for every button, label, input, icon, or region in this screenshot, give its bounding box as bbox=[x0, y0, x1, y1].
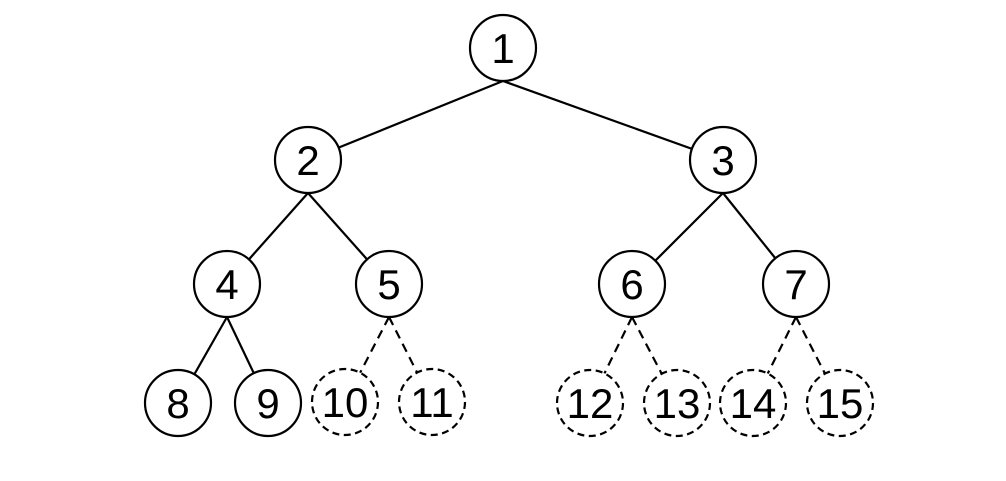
node-10-circle-dashed bbox=[310, 367, 380, 437]
node-12-circle-dashed bbox=[555, 368, 625, 438]
node-4-label: 4 bbox=[215, 261, 238, 308]
node-7-circle bbox=[761, 249, 831, 319]
node-4-circle bbox=[192, 249, 262, 319]
node-1-label: 1 bbox=[491, 25, 514, 72]
node-9-label: 9 bbox=[256, 380, 279, 427]
tree-node-14: 14 bbox=[718, 368, 788, 438]
node-2-label: 2 bbox=[296, 137, 319, 184]
tree-node-10: 10 bbox=[310, 367, 380, 437]
tree-node-6: 6 bbox=[597, 249, 667, 319]
edge-1-3 bbox=[502, 79, 724, 162]
node-11-circle-dashed bbox=[397, 367, 467, 437]
node-12-label: 12 bbox=[567, 380, 614, 427]
node-8-circle bbox=[143, 368, 213, 438]
node-1-circle bbox=[468, 13, 538, 83]
tree-node-13: 13 bbox=[642, 368, 712, 438]
node-5-circle bbox=[354, 249, 424, 319]
tree-node-9: 9 bbox=[233, 368, 303, 438]
node-14-circle-dashed bbox=[718, 368, 788, 438]
tree-node-1: 1 bbox=[468, 13, 538, 83]
node-2-circle bbox=[273, 125, 343, 195]
node-15-label: 15 bbox=[817, 380, 864, 427]
node-7-label: 7 bbox=[784, 261, 807, 308]
tree-node-5: 5 bbox=[354, 249, 424, 319]
tree-node-11: 11 bbox=[397, 367, 467, 437]
tree-node-15: 15 bbox=[805, 368, 875, 438]
tree-node-2: 2 bbox=[273, 125, 343, 195]
node-15-circle-dashed bbox=[805, 368, 875, 438]
node-5-label: 5 bbox=[377, 261, 400, 308]
node-13-circle-dashed bbox=[642, 368, 712, 438]
node-8-label: 8 bbox=[166, 380, 189, 427]
node-6-label: 6 bbox=[620, 261, 643, 308]
node-10-label: 10 bbox=[322, 379, 369, 426]
node-11-label: 11 bbox=[410, 379, 454, 426]
tree-node-4: 4 bbox=[192, 249, 262, 319]
node-9-circle bbox=[233, 368, 303, 438]
tree-node-7: 7 bbox=[761, 249, 831, 319]
node-14-label: 14 bbox=[730, 380, 777, 427]
node-3-circle bbox=[688, 125, 758, 195]
tree-node-12: 12 bbox=[555, 368, 625, 438]
edge-1-2 bbox=[307, 79, 504, 162]
tree-node-8: 8 bbox=[143, 368, 213, 438]
node-3-label: 3 bbox=[711, 137, 734, 184]
tree-node-3: 3 bbox=[688, 125, 758, 195]
node-6-circle bbox=[597, 249, 667, 319]
node-13-label: 13 bbox=[654, 380, 701, 427]
